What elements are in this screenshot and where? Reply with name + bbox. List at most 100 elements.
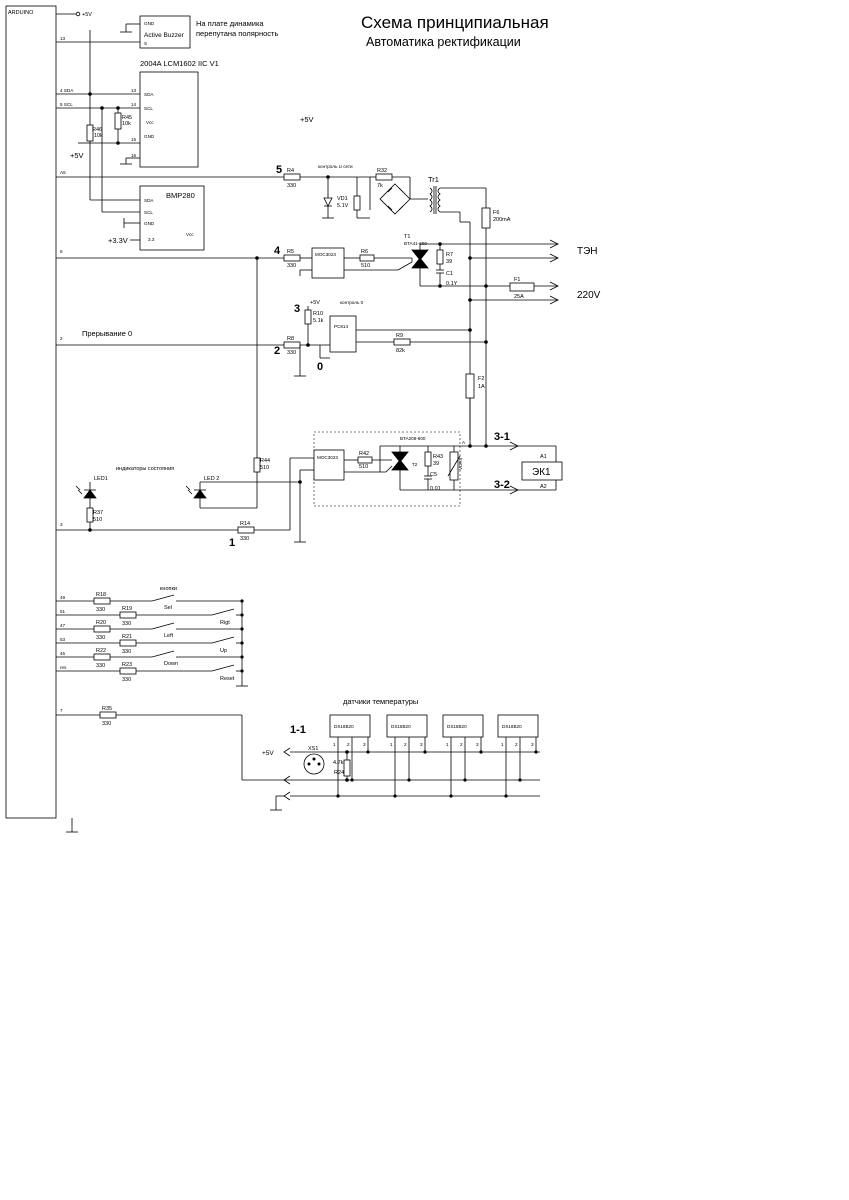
r42-value: 510 <box>359 464 368 470</box>
button-resistor-value: 330 <box>122 677 131 683</box>
r37-value: 510 <box>93 517 102 523</box>
lcd-pin-15: 15 <box>131 137 137 142</box>
buzzer-gnd: GND <box>144 21 155 26</box>
ds18b20-sensor <box>497 714 539 738</box>
t1-value: BTA41-600 <box>404 241 427 246</box>
button-pin: 53 <box>60 637 66 642</box>
tr1-label: Tr1 <box>428 175 439 184</box>
lcd-pin-13: 13 <box>131 88 137 93</box>
bmp-sda: SDA <box>144 198 154 203</box>
r6-label: R6 <box>361 249 368 255</box>
ds18b20-sensor <box>386 714 428 738</box>
sensor-chip-label: DS18B20 <box>447 724 467 729</box>
pin-4-sda: 4 SDA <box>60 88 74 93</box>
button-down[interactable]: Down <box>164 661 178 667</box>
vd1-value: 5.1V <box>337 203 349 209</box>
ds18b20-sensor <box>442 714 484 738</box>
button-resistor-value: 330 <box>122 621 131 627</box>
r32-label: R32 <box>377 168 387 174</box>
f6-label: F6 <box>493 210 499 216</box>
lcd-scl: SCL <box>144 106 153 111</box>
sensor-pin-number: 1 <box>333 742 336 747</box>
sensor-pin-number: 1 <box>390 742 393 747</box>
r6-value: 510 <box>361 263 370 269</box>
pc814-optocoupler <box>329 315 357 353</box>
marker-3: 3 <box>294 303 300 315</box>
active-buzzer <box>139 15 191 49</box>
lcd-vcc: Vcc <box>146 120 154 125</box>
button-resistor-label: R23 <box>122 662 132 668</box>
r8-value: 330 <box>287 350 296 356</box>
r45-value: 10k <box>122 121 131 127</box>
marker-5: 5 <box>276 164 282 176</box>
plus5-mid: +5V <box>300 115 314 124</box>
r24-label: R24 <box>334 770 344 776</box>
button-pin: 45 <box>60 651 66 656</box>
pc814-label: PC814 <box>334 324 348 329</box>
sensor-pin-number: 3 <box>420 742 423 747</box>
bmp-gnd: GND <box>144 221 155 226</box>
ek1-label: ЭК1 <box>532 467 551 478</box>
t2-label: BTA208-600 <box>400 436 426 441</box>
c1-label: C1 <box>446 271 453 277</box>
pin-5-scl: 5 SCL <box>60 102 73 107</box>
button-resistor-label: R21 <box>122 634 132 640</box>
r14-label: R14 <box>240 521 250 527</box>
r43-label: R43 <box>433 454 443 460</box>
r37-label: R37 <box>93 510 103 516</box>
r8-label: R8 <box>287 336 294 342</box>
button-left[interactable]: Left <box>164 633 174 639</box>
plus5-zero: +5V <box>310 300 320 306</box>
bmp-name: BMP280 <box>166 191 195 200</box>
r35-label: R35 <box>102 706 112 712</box>
moc3023-2 <box>313 449 345 481</box>
f1-label: F1 <box>514 277 520 283</box>
r14-value: 330 <box>240 536 249 542</box>
button-pin: 51 <box>60 609 66 614</box>
diagram-subtitle: Автоматика ректификации <box>366 35 521 49</box>
marker-3-2: 3-2 <box>494 479 510 491</box>
f2-value: 1A <box>478 384 485 390</box>
t1-label: T1 <box>404 234 410 240</box>
button-rigt[interactable]: Rigt <box>220 620 230 626</box>
pin-7: 7 <box>60 708 63 713</box>
sensor-pin-number: 1 <box>446 742 449 747</box>
button-up[interactable]: Up <box>220 648 227 654</box>
plus33v-label: +3.3V <box>108 236 128 245</box>
r46-label: R46 <box>92 127 102 133</box>
marker-2: 2 <box>274 345 280 357</box>
vdr1-label: VDR1 <box>458 457 463 470</box>
sensor-pin-number: 2 <box>460 742 463 747</box>
buzzer-name: Active Buzzer <box>144 32 185 39</box>
bmp-33: 3.3 <box>148 237 155 242</box>
r43-value: 39 <box>433 461 439 467</box>
button-pin: 49 <box>60 595 66 600</box>
pin-3: 3 <box>60 522 63 527</box>
t2-short-label: T2 <box>412 462 418 467</box>
sensor-chip-label: DS18B20 <box>391 724 411 729</box>
vd1-label: VD1 <box>337 196 348 202</box>
lcd-gnd: GND <box>144 134 155 139</box>
bmp-scl: SCL <box>144 210 153 215</box>
moc2-label: MOC3023 <box>317 455 338 460</box>
a1-label: A1 <box>540 454 547 460</box>
ds18b20-sensor <box>329 714 371 738</box>
button-sel[interactable]: Sel <box>164 605 172 611</box>
sensors-title: датчики температуры <box>343 697 418 706</box>
r44-label: R44 <box>260 458 270 464</box>
r45-label: R45 <box>122 115 132 121</box>
c5-value: 0.01 <box>430 486 441 492</box>
sensor-chip-label: DS18B20 <box>334 724 354 729</box>
moc3023-1 <box>311 247 345 279</box>
r44-value: 510 <box>260 465 269 471</box>
a2-label: A2 <box>540 484 547 490</box>
c1-value: 0.1Y <box>446 281 458 287</box>
r4-label: R4 <box>287 168 294 174</box>
net-control-label: контроль U сети <box>318 164 353 169</box>
button-reset[interactable]: Reset <box>220 676 235 682</box>
r5-value: 330 <box>287 263 296 269</box>
button-resistor-value: 330 <box>96 635 105 641</box>
